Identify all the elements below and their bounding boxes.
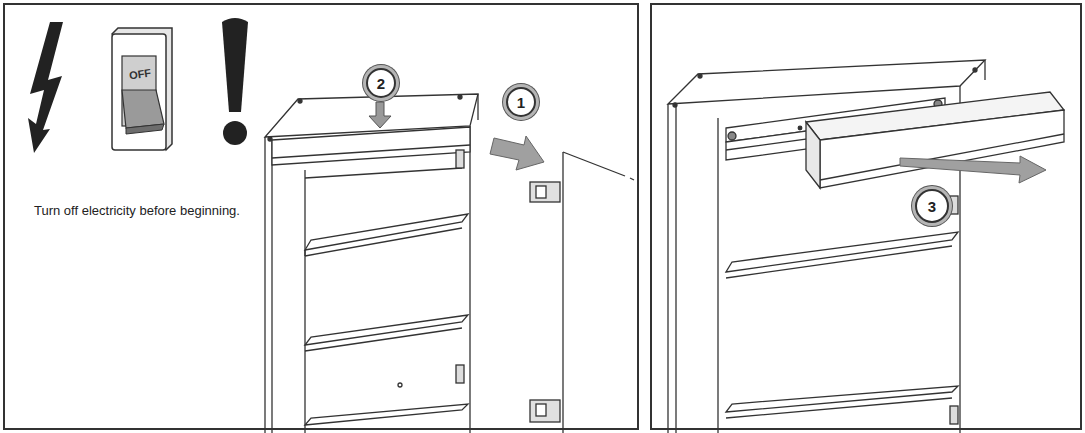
direction-arrow bbox=[490, 136, 544, 170]
callout-text: 1 bbox=[517, 95, 525, 110]
callout-text: 3 bbox=[928, 199, 936, 214]
warning-symbol bbox=[222, 18, 248, 112]
direction-arrow bbox=[900, 156, 1046, 183]
instruction-note: Turn off electricity before beginning. bbox=[34, 203, 240, 218]
lightning-symbol bbox=[28, 22, 63, 153]
switch-symbol bbox=[112, 28, 172, 150]
panel-frame bbox=[651, 4, 1081, 429]
door-drawing bbox=[530, 152, 634, 433]
callout-number: 2 bbox=[366, 68, 396, 98]
cabinet-drawing bbox=[668, 60, 1064, 433]
callout-text: 2 bbox=[377, 76, 385, 91]
direction-arrow bbox=[369, 102, 391, 128]
cabinet-drawing bbox=[265, 94, 478, 433]
panel-frame bbox=[4, 4, 638, 429]
callout-number: 3 bbox=[915, 189, 949, 223]
callout-number: 1 bbox=[506, 87, 536, 117]
warning-symbol bbox=[223, 121, 247, 145]
